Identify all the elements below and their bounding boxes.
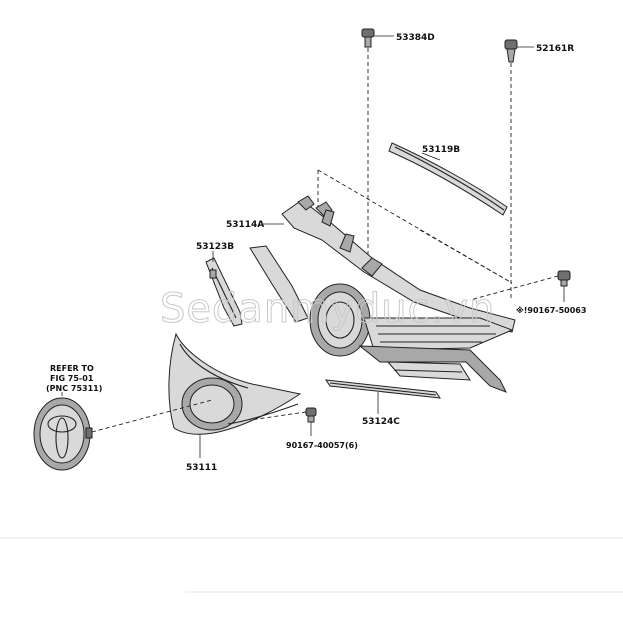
callout-90167-40057: 90167-40057(6) xyxy=(286,441,358,450)
callout-53119b: 53119B xyxy=(422,145,460,155)
lower-molding-53124c xyxy=(324,379,442,399)
callout-90167-50063: ※!90167-50063 xyxy=(516,305,586,315)
upper-molding-53119b xyxy=(388,142,508,216)
grille-frame-53114a xyxy=(249,195,516,393)
dashed-guide xyxy=(249,411,307,421)
leader-line xyxy=(421,152,441,161)
clip-90167-50063-icon xyxy=(557,270,571,302)
clip-90167-40057-icon xyxy=(305,407,317,436)
callout-53114a: 53114A xyxy=(226,220,264,230)
clip-52161r-icon xyxy=(504,39,534,63)
dashed-guide xyxy=(317,169,513,284)
bolt-53384d-icon xyxy=(361,28,394,48)
callout-53124c: 53124C xyxy=(362,417,400,427)
refer-note-line3: (PNC 75311) xyxy=(46,384,102,393)
grille-panel-53111 xyxy=(168,332,302,435)
callout-53123b: 53123B xyxy=(196,242,234,252)
callout-53384d: 53384D xyxy=(396,33,435,43)
dashed-guide xyxy=(469,275,559,301)
callout-52161r: 52161R xyxy=(536,44,574,54)
refer-note-line2: FIG 75-01 xyxy=(50,374,94,383)
callout-53111: 53111 xyxy=(186,463,217,473)
watermark-text: Sedanmyduc.vn xyxy=(160,286,495,332)
refer-note-line1: REFER TO xyxy=(50,364,94,373)
side-bracket-53123b xyxy=(205,257,243,327)
emblem-icon xyxy=(33,397,93,471)
